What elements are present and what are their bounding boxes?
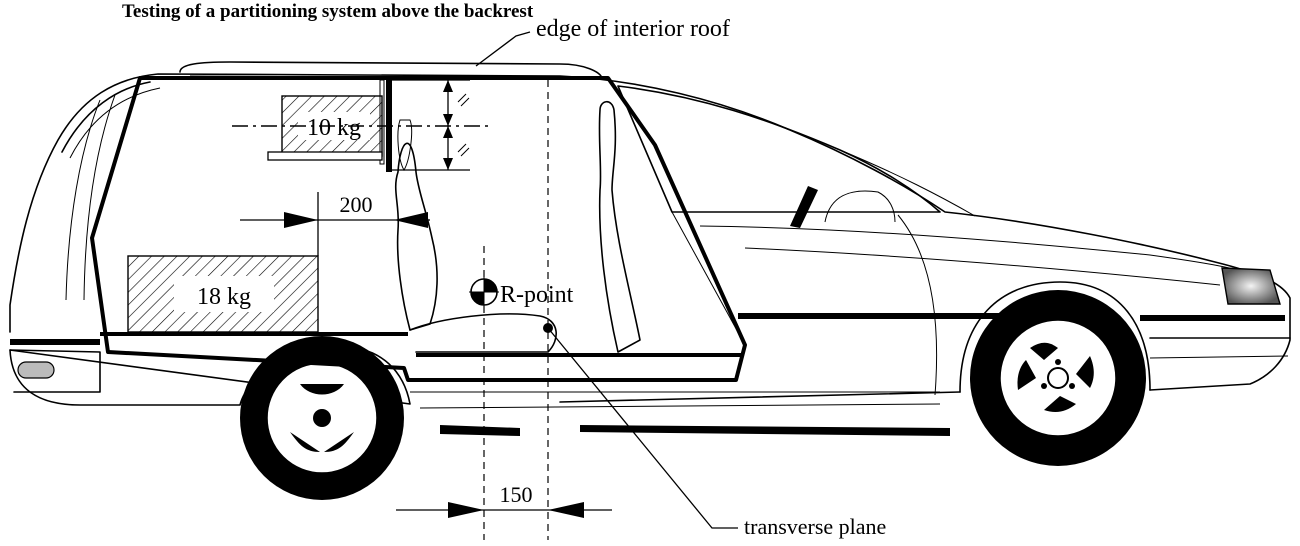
car-body (9, 61, 1291, 436)
dimension-200 (240, 192, 430, 256)
height-dimension (388, 79, 470, 171)
front-seat (598, 100, 641, 353)
dim-200-label: 200 (340, 192, 373, 217)
dim-150-label: 150 (500, 482, 533, 507)
dimension-150 (396, 502, 612, 518)
interior-roof-outline (90, 76, 747, 382)
r-point-label: R-point (500, 282, 574, 308)
r-point-symbol (469, 277, 499, 307)
roof-edge-leader (475, 31, 531, 67)
upper-mass-label: 10 kg (307, 115, 361, 141)
transverse-plane-label: transverse plane (744, 514, 886, 539)
roof-edge-label: edge of interior roof (536, 16, 730, 42)
lower-test-mass (127, 255, 319, 333)
lower-mass-label: 18 kg (197, 284, 251, 310)
diagram-title: Testing of a partitioning system above t… (122, 1, 534, 22)
front-wheel (970, 290, 1146, 466)
transverse-plane-leader (547, 327, 738, 529)
rear-seat (394, 119, 557, 353)
